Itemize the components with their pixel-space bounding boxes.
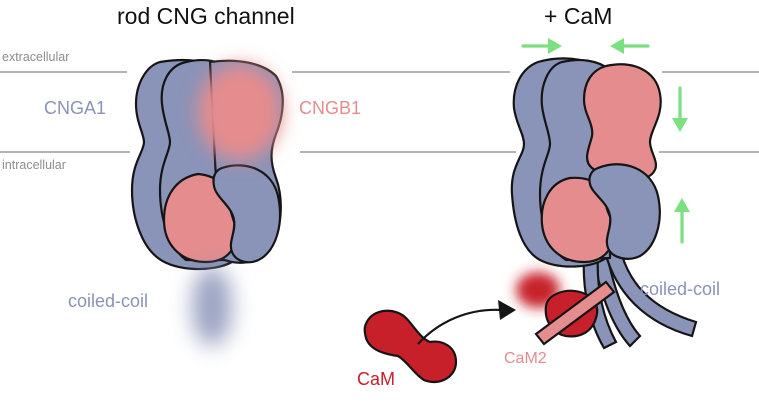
left-cngb1-upper-blurred [198, 64, 282, 160]
label-cam2: CaM2 [504, 350, 547, 367]
compaction-arrows [521, 38, 690, 244]
left-cnga1-lower-right-subunit [212, 164, 282, 264]
left-coiled-coil-blurred [192, 266, 232, 346]
label-extracellular: extracellular [2, 50, 70, 64]
label-coiled-coil-left: coiled-coil [68, 291, 149, 311]
label-cnga1: CNGA1 [44, 98, 107, 118]
binding-arrow [417, 308, 503, 345]
title-left: rod CNG channel [117, 3, 295, 29]
label-cngb1: CNGB1 [299, 98, 362, 118]
title-right: + CaM [544, 3, 613, 29]
right-cngb1-upper-subunit [582, 63, 662, 181]
right-channel [510, 57, 662, 268]
label-intracellular: intracellular [2, 158, 66, 172]
free-cam [363, 309, 458, 384]
label-coiled-coil-right: coiled-coil [640, 279, 721, 299]
binding-arrow-head [498, 300, 516, 320]
label-cam: CaM [357, 369, 396, 389]
cam2-helix-rod [534, 280, 616, 346]
right-cnga1-lower-right-subunit [588, 163, 661, 260]
membrane-lines [0, 71, 759, 153]
